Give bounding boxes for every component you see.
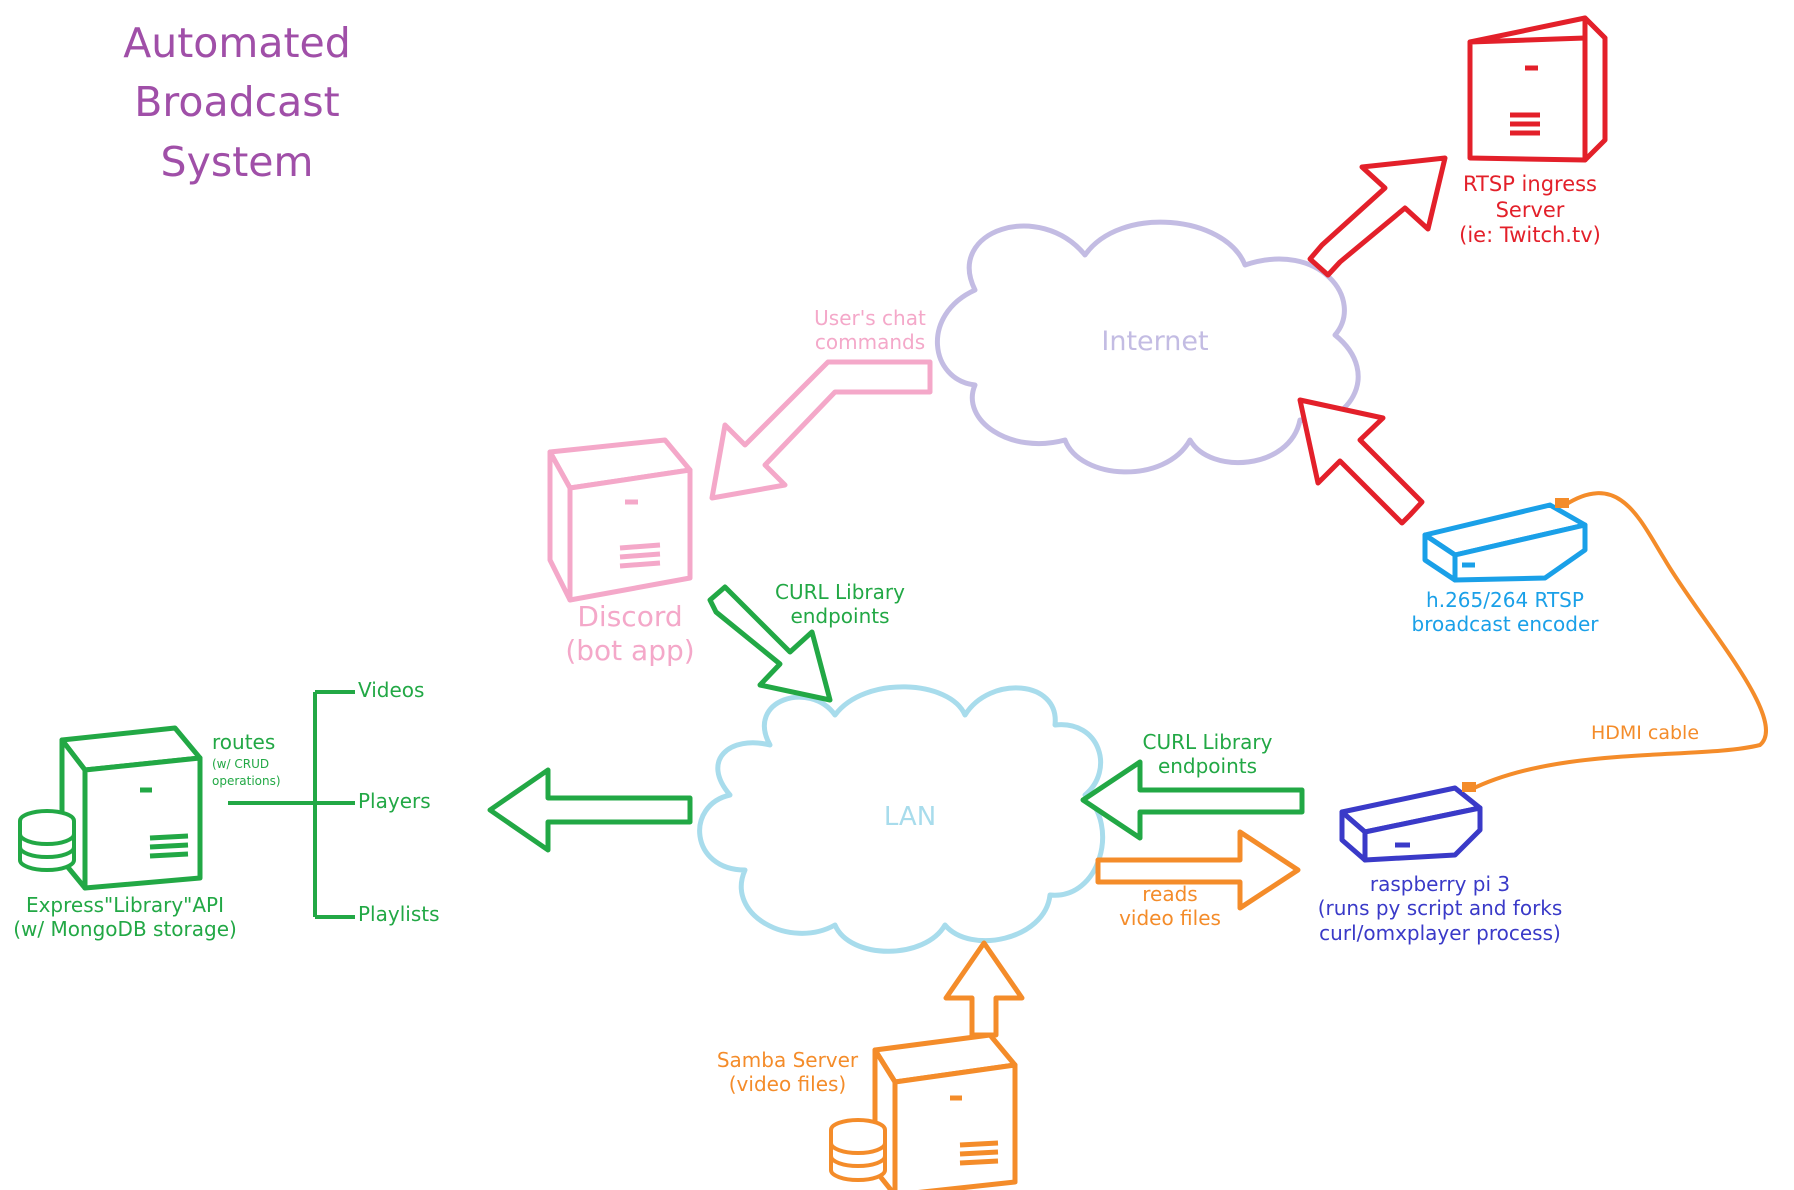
discord-curl-label: CURL Library endpoints [775,580,905,629]
pi-curl-label: CURL Library endpoints [1142,730,1273,779]
internet-to-rtsp-arrow [1307,155,1448,278]
encoder-device-icon [1422,502,1588,583]
rtsp-server-label: RTSP ingress Server (ie: Twitch.tv) [1459,172,1601,248]
raspberry-pi-label: raspberry pi 3 (runs py script and forks… [1317,872,1563,945]
route-playlists: Playlists [358,902,440,926]
title-line1: Automated Broadcast [123,19,351,127]
samba-label: Samba Server (video files) [716,1048,859,1097]
discord-label: Discord (bot app) [565,600,695,668]
samba-server-icon [872,1032,1018,1190]
discord-to-lan-arrow [707,584,833,703]
internet-label: Internet [1101,326,1209,357]
chat-commands-arrow [709,359,933,501]
encoder-label: h.265/264 RTSP broadcast encoder [1411,588,1599,637]
page-title: Automated Broadcast System [14,14,460,192]
lan-to-express-arrow [487,767,693,853]
routes-title: routes [212,730,276,754]
routes-tree [228,690,355,919]
samba-database-icon [829,1118,887,1182]
hdmi-plug-top-icon [1555,498,1569,508]
hdmi-cable-label: HDMI cable [1590,722,1700,744]
express-server-icon [59,725,203,891]
express-database-icon [18,809,76,872]
hdmi-plug-bottom-icon [1462,782,1476,792]
raspberry-pi-device-icon [1339,785,1483,863]
chat-commands-label: User's chat commands [814,306,926,355]
lan-label: LAN [883,802,937,832]
rtsp-server-icon [1467,15,1608,163]
lan-cloud [697,684,1106,954]
discord-server-icon [547,437,693,603]
lan-to-pi-arrow [1095,829,1301,911]
title-line2: System [160,137,314,186]
express-api-label: Express"Library"API (w/ MongoDB storage) [13,893,237,942]
encoder-to-internet-arrow [1297,397,1425,526]
route-videos: Videos [358,678,425,702]
route-players: Players [358,789,431,813]
pi-to-lan-arrow [1080,759,1305,841]
samba-to-lan-arrow [943,940,1025,1038]
routes-note: (w/ CRUD operations) [212,757,281,788]
reads-video-label: reads video files [1119,882,1221,931]
hdmi-cable-line [1468,491,1768,792]
